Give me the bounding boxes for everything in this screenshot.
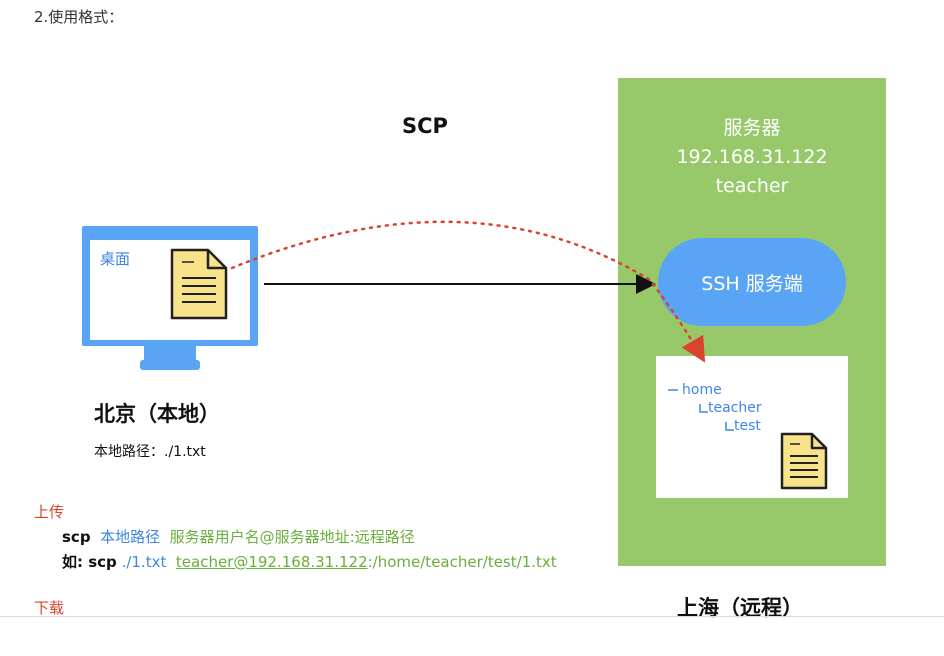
server-panel: 服务器 192.168.31.122 teacher SSH 服务端 home …	[618, 78, 886, 566]
example-remote-path: :/home/teacher/test/1.txt	[367, 553, 557, 571]
syntax-remote: 服务器用户名@服务器地址:远程路径	[169, 528, 415, 546]
tree-lines	[668, 389, 734, 431]
example-remote-host[interactable]: teacher@192.168.31.122	[175, 553, 368, 571]
remote-document-icon	[780, 432, 828, 490]
syntax-cmd: scp	[62, 528, 91, 546]
local-location-label: 北京（本地）	[94, 402, 220, 426]
divider	[0, 616, 944, 617]
server-name: 服务器	[723, 117, 781, 139]
upload-syntax: scp 本地路径 服务器用户名@服务器地址:远程路径	[62, 526, 415, 547]
desktop-label: 桌面	[100, 250, 131, 268]
server-ip: 192.168.31.122	[676, 146, 828, 168]
local-path-label: 本地路径：./1.txt	[94, 444, 206, 460]
local-document-icon	[170, 248, 228, 320]
ssh-server-pill: SSH 服务端	[658, 238, 846, 326]
server-user: teacher	[715, 175, 789, 197]
upload-example: 如: scp ./1.txt teacher@192.168.31.122:/h…	[62, 551, 557, 572]
monitor-base	[140, 360, 200, 370]
upload-title: 上传	[34, 503, 65, 521]
example-prefix: 如: scp	[62, 553, 117, 571]
remote-file-tree: home teacher test	[656, 356, 848, 498]
tree-item-teacher: teacher	[708, 400, 762, 416]
example-local: ./1.txt	[121, 553, 167, 571]
tree-item-test: test	[734, 418, 761, 434]
section-heading: 2.使用格式：	[34, 8, 124, 26]
syntax-local: 本地路径	[100, 528, 161, 546]
download-title: 下载	[34, 599, 65, 617]
scp-title: SCP	[402, 114, 448, 138]
remote-location-label: 上海（远程）	[677, 596, 803, 620]
tree-item-home: home	[682, 382, 722, 398]
ssh-server-label: SSH 服务端	[701, 272, 803, 295]
